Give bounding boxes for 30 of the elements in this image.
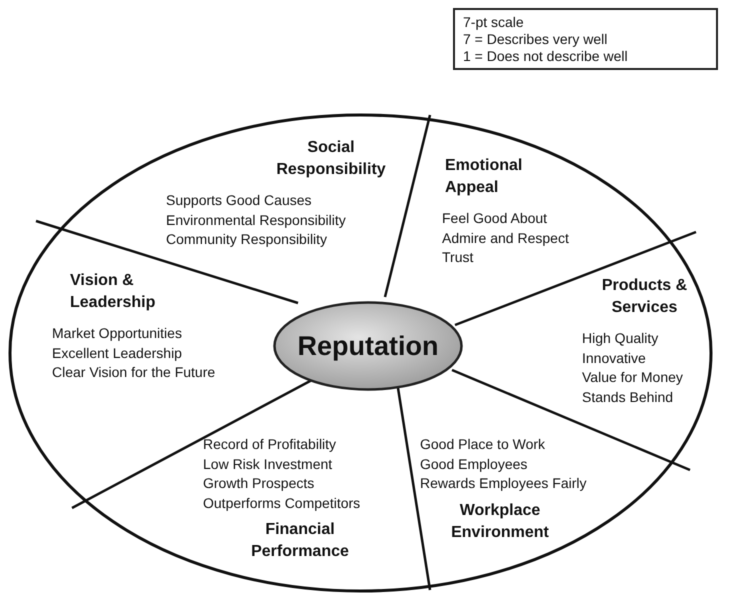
- attribute-item: Rewards Employees Fairly: [420, 474, 588, 493]
- attribute-item: Good Place to Work: [420, 435, 546, 454]
- attribute-item: Feel Good About: [442, 209, 548, 228]
- attribute-item: Market Opportunities: [52, 324, 183, 343]
- attribute-item: Environmental Responsibility: [166, 210, 347, 230]
- attribute-item: Low Risk Investment: [203, 454, 334, 474]
- attribute-item: Clear Vision for the Future: [52, 363, 216, 382]
- attribute-item: Excellent Leadership: [52, 344, 183, 363]
- scale-note-text: 7 = Describes very well: [463, 31, 608, 48]
- attribute-item: Trust: [442, 248, 474, 267]
- scale-note-text: 1 = Does not describe well: [463, 48, 629, 65]
- segment-heading: Financial Performance: [250, 520, 350, 562]
- attribute-item: Record of Profitability: [203, 435, 338, 454]
- attribute-item: Good Employees: [420, 454, 528, 474]
- attribute-item: Outperforms Competitors: [203, 494, 362, 513]
- attribute-item: High Quality: [582, 329, 660, 348]
- attribute-item: Supports Good Causes: [166, 191, 313, 210]
- hub-title: Reputation: [298, 330, 438, 362]
- attribute-item: Innovative: [582, 348, 647, 368]
- attribute-item: Community Responsibility: [166, 230, 328, 249]
- segment-heading: Social Responsibility: [275, 138, 387, 180]
- scale-note-text: 7-pt scale: [463, 14, 525, 31]
- segment-heading: Workplace Environment: [450, 500, 550, 542]
- attribute-item: Stands Behind: [582, 388, 674, 406]
- attribute-item: Admire and Respect: [442, 228, 570, 248]
- attribute-item: Growth Prospects: [203, 474, 316, 493]
- segment-heading: Products & Services: [600, 276, 688, 318]
- attribute-item: Value for Money: [582, 368, 684, 387]
- segment-heading: Vision & Leadership: [70, 271, 156, 313]
- segment-heading: Emotional Appeal: [445, 156, 524, 198]
